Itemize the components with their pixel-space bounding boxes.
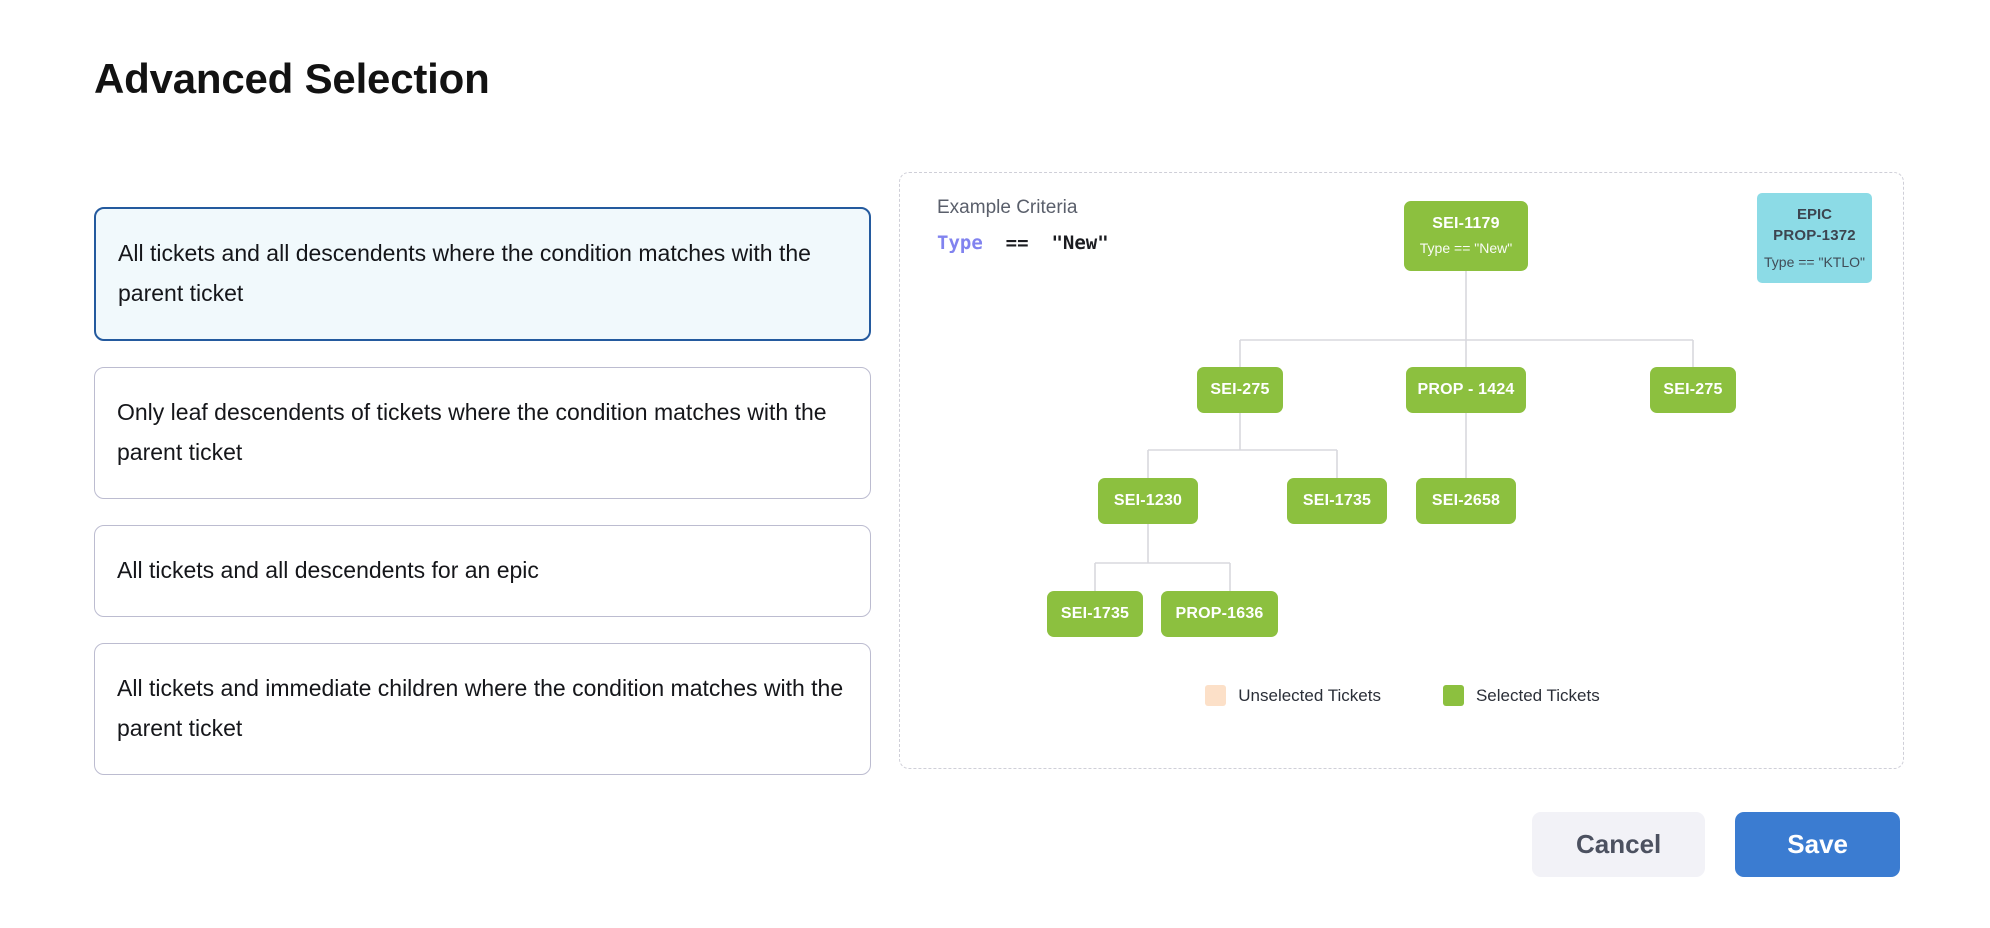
node-id: PROP - 1424 xyxy=(1417,381,1515,398)
node-id: SEI-275 xyxy=(1663,381,1723,398)
option-card-immediate-children[interactable]: All tickets and immediate children where… xyxy=(94,643,871,775)
tree-node-sei-1179[interactable]: SEI-1179 Type == "New" xyxy=(1404,201,1528,271)
node-id: SEI-1735 xyxy=(1302,492,1372,509)
tree-node-sei-1735-leaf[interactable]: SEI-1735 xyxy=(1047,591,1143,637)
cancel-button[interactable]: Cancel xyxy=(1532,812,1706,877)
tree-node-sei-275-left[interactable]: SEI-275 xyxy=(1197,367,1283,413)
tree-node-prop-1424[interactable]: PROP - 1424 xyxy=(1406,367,1526,413)
legend-label: Selected Tickets xyxy=(1475,685,1600,705)
node-condition: Type == "New" xyxy=(1419,240,1513,256)
legend-swatch-selected xyxy=(1442,685,1464,706)
save-button[interactable]: Save xyxy=(1735,812,1900,877)
option-label: All tickets and all descendents where th… xyxy=(118,240,811,306)
node-id: SEI-275 xyxy=(1210,381,1270,398)
diagram-legend: Unselected Tickets Selected Tickets xyxy=(900,685,1905,706)
node-epic-label: EPIC xyxy=(1796,206,1832,223)
node-id: SEI-2658 xyxy=(1431,492,1501,509)
option-card-all-descendents[interactable]: All tickets and all descendents where th… xyxy=(94,207,871,341)
option-card-epic-descendents[interactable]: All tickets and all descendents for an e… xyxy=(94,525,871,617)
option-label: Only leaf descendents of tickets where t… xyxy=(117,399,827,465)
option-label: All tickets and immediate children where… xyxy=(117,675,844,741)
criteria-field: Type xyxy=(937,232,983,254)
node-id: SEI-1230 xyxy=(1113,492,1183,509)
legend-label: Unselected Tickets xyxy=(1238,685,1381,705)
tree-connectors xyxy=(1094,271,1694,591)
node-id: PROP-1636 xyxy=(1175,605,1264,622)
legend-swatch-unselected xyxy=(1205,685,1227,706)
legend-item-selected: Selected Tickets xyxy=(1442,685,1600,706)
tree-node-prop-1636[interactable]: PROP-1636 xyxy=(1161,591,1278,637)
criteria-operator: == xyxy=(1005,232,1029,254)
criteria-expression: Type == "New" xyxy=(937,232,1109,254)
page-title: Advanced Selection xyxy=(94,55,490,102)
criteria-heading: Example Criteria xyxy=(937,197,1078,218)
dialog-footer: Cancel Save xyxy=(1532,812,1900,877)
example-diagram-panel: Example Criteria Type == "New" xyxy=(899,172,1904,769)
node-id: SEI-1179 xyxy=(1432,215,1500,232)
node-id: SEI-1735 xyxy=(1060,605,1130,622)
node-id: PROP-1372 xyxy=(1773,227,1856,244)
legend-item-unselected: Unselected Tickets xyxy=(1205,685,1381,706)
criteria-value: "New" xyxy=(1051,232,1109,254)
option-card-leaf-descendents[interactable]: Only leaf descendents of tickets where t… xyxy=(94,367,871,499)
tree-node-epic-prop-1372[interactable]: EPIC PROP-1372 Type == "KTLO" xyxy=(1757,193,1872,283)
tree-node-sei-1230[interactable]: SEI-1230 xyxy=(1098,478,1198,524)
selection-options-list: All tickets and all descendents where th… xyxy=(94,207,871,775)
tree-node-sei-275-right[interactable]: SEI-275 xyxy=(1650,367,1736,413)
option-label: All tickets and all descendents for an e… xyxy=(117,557,539,583)
tree-node-sei-1735-mid[interactable]: SEI-1735 xyxy=(1287,478,1387,524)
tree-node-sei-2658[interactable]: SEI-2658 xyxy=(1416,478,1516,524)
node-condition: Type == "KTLO" xyxy=(1764,254,1865,270)
